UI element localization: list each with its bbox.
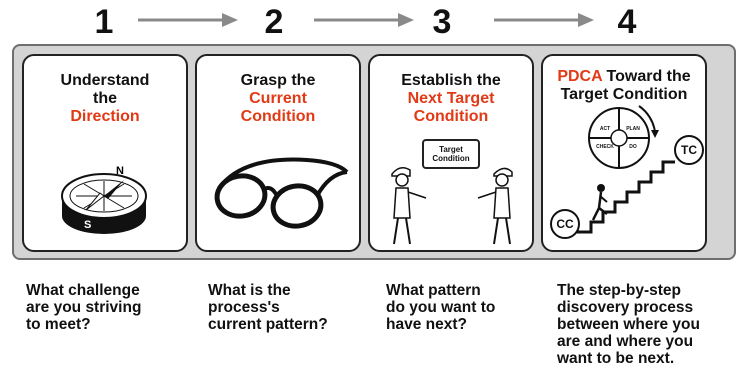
step-number-2: 2 [264, 3, 284, 41]
right-arrow-icon [494, 13, 594, 27]
step-number-1: 1 [94, 3, 114, 41]
pdca-do-label: DO [629, 144, 637, 150]
step-description-1: What challenge are you striving to meet? [26, 282, 142, 333]
svg-text:S: S [84, 219, 91, 231]
step-number-3: 3 [432, 3, 452, 41]
card-title: Grasp the Current Condition [240, 72, 316, 125]
step-description-3: What pattern do you want to have next? [386, 282, 496, 333]
current-condition-label: CC [556, 217, 574, 231]
step-card-4: PDCA Toward the Target Condition ACT PLA… [541, 54, 707, 252]
glasses-icon [214, 157, 349, 229]
pdca-act-label: ACT [599, 126, 611, 132]
right-arrow-icon [138, 13, 238, 27]
pdca-check-label: CHECK [596, 144, 614, 150]
card-title: Establish the Next Target Condition [401, 72, 501, 125]
step-number-4: 4 [617, 3, 637, 41]
step-card-1: Understand the Direction N S [22, 54, 188, 252]
card-title: Understand the Direction [60, 72, 150, 125]
step-description-2: What is the process's current pattern? [208, 282, 328, 333]
target-condition-sign: Target Condition [422, 139, 480, 169]
staircase-icon [550, 105, 704, 239]
step-card-2: Grasp the Current Condition [195, 54, 361, 252]
right-arrow-icon [314, 13, 414, 27]
step-description-4: The step-by-step discovery process betwe… [557, 282, 700, 367]
two-people-icon [391, 167, 513, 245]
compass-icon: N S [61, 165, 147, 234]
svg-text:N: N [116, 165, 124, 177]
card-title: PDCA Toward the Target Condition [557, 68, 691, 103]
step-card-3: Establish the Next Target Condition Targ… [368, 54, 534, 252]
pdca-plan-label: PLAN [626, 126, 640, 132]
target-condition-label: TC [681, 143, 697, 157]
